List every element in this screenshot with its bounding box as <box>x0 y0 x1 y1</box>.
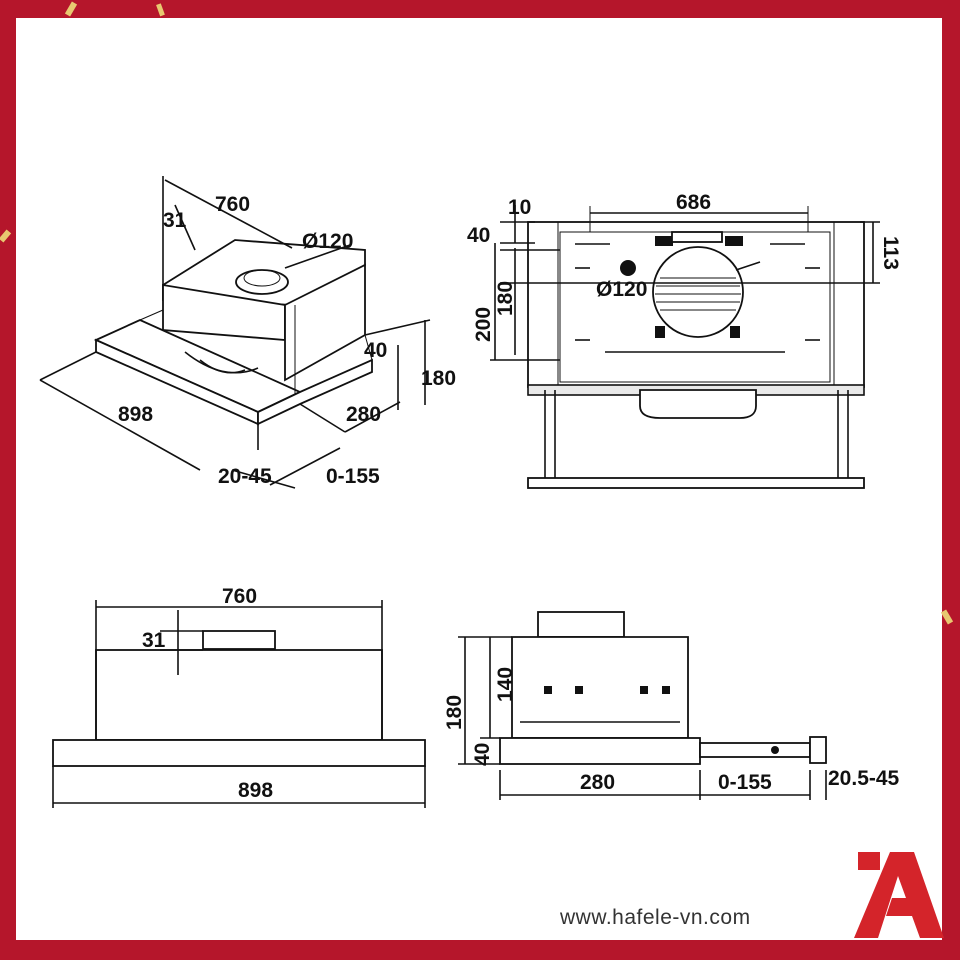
side-view <box>458 611 827 800</box>
plan-height-b-label: 180 <box>494 281 517 316</box>
iso-height-total-label: 180 <box>421 367 456 390</box>
side-depth-label: 280 <box>580 771 615 794</box>
side-extension-label: 0-155 <box>718 771 772 794</box>
iso-depth-label: 280 <box>346 403 381 426</box>
iso-front-panel-label: 20-45 <box>218 465 272 488</box>
plan-offset-label: 10 <box>508 196 531 219</box>
plan-height-right-label: 113 <box>879 236 902 270</box>
plan-width-label: 686 <box>676 191 711 214</box>
isometric-view <box>39 176 431 489</box>
front-offset-label: 31 <box>142 629 166 652</box>
front-view <box>52 600 426 808</box>
side-front-panel-label: 20.5-45 <box>828 767 900 790</box>
side-height-total-label: 180 <box>443 695 466 730</box>
front-labels: 760 31 898 <box>142 585 273 802</box>
plan-height-left-label: 40 <box>467 224 490 247</box>
iso-width-total-label: 898 <box>118 403 153 426</box>
front-width-total-label: 898 <box>238 779 273 802</box>
website-url: www.hafele-vn.com <box>560 906 751 929</box>
plan-height-c-label: 200 <box>472 307 495 342</box>
confetti-decoration <box>0 1 954 625</box>
side-labels: 180 140 40 280 0-155 20.5-45 <box>443 667 900 794</box>
plan-labels: 10 686 40 Ø120 180 200 113 <box>467 191 902 342</box>
side-height-lower-label: 40 <box>471 743 494 766</box>
iso-height-front-label: 40 <box>364 339 387 362</box>
iso-extension-label: 0-155 <box>326 465 380 488</box>
iso-width-top-label: 760 <box>215 193 250 216</box>
plan-view <box>490 205 880 489</box>
isometric-labels: 760 31 Ø120 40 180 280 898 20-45 0-155 <box>118 193 456 488</box>
iso-offset-label: 31 <box>163 209 187 232</box>
hafele-logo-icon <box>854 852 944 938</box>
plan-duct-label: Ø120 <box>596 278 647 301</box>
iso-duct-label: Ø120 <box>302 230 353 253</box>
front-width-top-label: 760 <box>222 585 257 608</box>
side-height-upper-label: 140 <box>494 667 517 702</box>
